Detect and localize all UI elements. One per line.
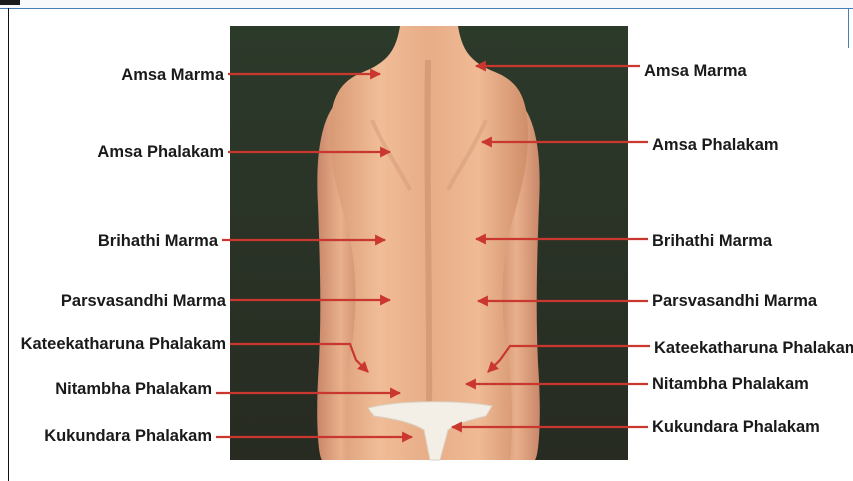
label-right-amsa-marma: Amsa Marma (644, 62, 748, 80)
label-left-brihathi-marma: Brihathi Marma (98, 232, 219, 250)
left-labels: Amsa Marma Amsa Phalakam Brihathi Marma … (21, 66, 227, 445)
label-right-brihathi-marma: Brihathi Marma (652, 232, 773, 250)
label-left-amsa-marma: Amsa Marma (121, 66, 225, 84)
label-left-nitambha-phalakam: Nitambha Phalakam (55, 380, 212, 398)
label-right-kukundara-phalakam: Kukundara Phalakam (652, 418, 820, 436)
label-left-amsa-phalakam: Amsa Phalakam (97, 143, 224, 161)
label-left-kukundara-phalakam: Kukundara Phalakam (44, 427, 212, 445)
label-right-kateekatharuna-phalakam: Kateekatharuna Phalakam (654, 339, 853, 357)
label-right-parsvasandhi-marma: Parsvasandhi Marma (652, 292, 818, 310)
label-right-amsa-phalakam: Amsa Phalakam (652, 136, 779, 154)
human-back-figure (317, 26, 540, 460)
label-right-nitambha-phalakam: Nitambha Phalakam (652, 375, 809, 393)
label-left-kateekatharuna-phalakam: Kateekatharuna Phalakam (21, 335, 226, 353)
label-left-parsvasandhi-marma: Parsvasandhi Marma (61, 292, 227, 310)
right-labels: Amsa Marma Amsa Phalakam Brihathi Marma … (644, 62, 853, 436)
